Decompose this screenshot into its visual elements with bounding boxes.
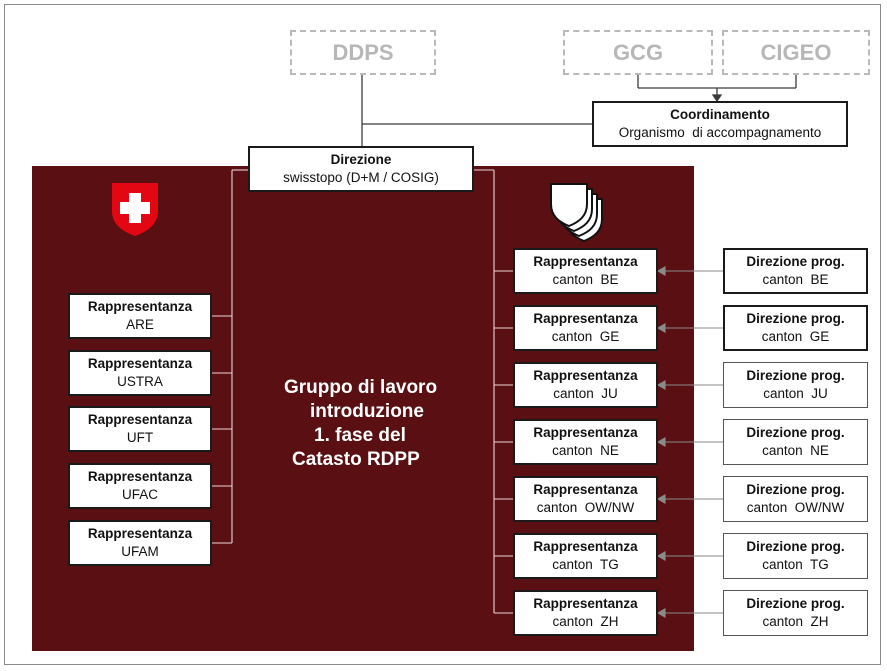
federal-rep-title: Rappresentanza <box>87 412 193 427</box>
canton-rep-name: canton BE <box>552 272 619 287</box>
federal-rep-name: UFT <box>126 430 154 445</box>
canton-rep-tg: Rappresentanza canton TG <box>513 533 658 579</box>
coordinamento-title: Coordinamento <box>670 107 770 122</box>
project-direction-be: Direzione prog. canton BE <box>723 248 868 294</box>
project-direction-title: Direzione prog. <box>746 254 845 269</box>
federal-rep-ufac: Rappresentanza UFAC <box>68 463 212 509</box>
federal-rep-uft: Rappresentanza UFT <box>68 406 212 452</box>
project-direction-name: canton JU <box>763 386 828 401</box>
ddps-label: DDPS <box>332 39 394 65</box>
canton-rep-title: Rappresentanza <box>533 311 638 326</box>
canton-rep-name: canton GE <box>551 329 620 344</box>
canton-rep-title: Rappresentanza <box>533 254 638 269</box>
canton-rep-ownw: Rappresentanza canton OW/NW <box>513 476 658 522</box>
canton-shields-icon <box>550 183 603 243</box>
federal-rep-title: Rappresentanza <box>87 469 193 484</box>
project-direction-ju: Direzione prog. canton JU <box>723 362 868 408</box>
gcg-label: GCG <box>612 39 664 65</box>
cigeo-label: CIGEO <box>760 39 832 65</box>
direzione-title: Direzione <box>330 152 392 167</box>
canton-rep-zh: Rappresentanza canton ZH <box>513 590 658 636</box>
federal-rep-title: Rappresentanza <box>87 356 193 371</box>
coordinamento-subtitle: Organismo di accompagnamento <box>618 125 822 140</box>
canton-rep-name: canton OW/NW <box>536 500 635 515</box>
direzione-box: Direzione swisstopo (D+M / COSIG) <box>248 146 474 192</box>
project-direction-ge: Direzione prog. canton GE <box>723 305 868 351</box>
project-direction-name: canton OW/NW <box>746 500 845 515</box>
project-direction-tg: Direzione prog. canton TG <box>723 533 868 579</box>
federal-rep-title: Rappresentanza <box>87 299 193 314</box>
outer-frame <box>4 4 881 665</box>
federal-rep-name: UFAC <box>121 487 158 502</box>
federal-rep-title: Rappresentanza <box>87 526 193 541</box>
working-group-line: Gruppo di lavoro <box>284 377 438 398</box>
project-direction-title: Direzione prog. <box>746 596 845 611</box>
canton-rep-title: Rappresentanza <box>533 425 638 440</box>
canton-rep-name: canton JU <box>553 386 618 401</box>
project-direction-title: Direzione prog. <box>746 425 845 440</box>
canton-rep-title: Rappresentanza <box>533 482 638 497</box>
working-group-line: introduzione <box>310 401 424 422</box>
project-direction-ownw: Direzione prog. canton OW/NW <box>723 476 868 522</box>
swiss-cross-icon <box>112 183 158 236</box>
canton-rep-name: canton NE <box>552 443 619 458</box>
federal-rep-ustra: Rappresentanza USTRA <box>68 350 212 396</box>
working-group-line: Catasto RDPP <box>292 449 420 470</box>
federal-rep-name: USTRA <box>117 374 163 389</box>
canton-rep-name: canton TG <box>552 557 619 572</box>
project-direction-title: Direzione prog. <box>746 368 845 383</box>
project-direction-ne: Direzione prog. canton NE <box>723 419 868 465</box>
coordinamento-box: Coordinamento Organismo di accompagnamen… <box>592 101 848 147</box>
working-group-label: Gruppo di lavoro introduzione 1. fase de… <box>268 376 478 472</box>
canton-rep-title: Rappresentanza <box>533 539 638 554</box>
canton-rep-be: Rappresentanza canton BE <box>513 248 658 294</box>
working-group-line: 1. fase del <box>314 425 406 446</box>
project-direction-name: canton TG <box>762 557 829 572</box>
project-direction-zh: Direzione prog. canton ZH <box>723 590 868 636</box>
federal-rep-name: ARE <box>126 317 154 332</box>
federal-rep-are: Rappresentanza ARE <box>68 293 212 339</box>
gcg-box: GCG <box>563 30 713 75</box>
project-direction-title: Direzione prog. <box>746 482 845 497</box>
direzione-subtitle: swisstopo (D+M / COSIG) <box>283 170 439 185</box>
federal-rep-ufam: Rappresentanza UFAM <box>68 520 212 566</box>
ddps-box: DDPS <box>290 30 436 75</box>
project-direction-title: Direzione prog. <box>746 539 845 554</box>
cigeo-box: CIGEO <box>722 30 870 75</box>
project-direction-name: canton GE <box>761 329 830 344</box>
federal-rep-name: UFAM <box>121 544 159 559</box>
canton-rep-ne: Rappresentanza canton NE <box>513 419 658 465</box>
canton-rep-name: canton ZH <box>552 614 619 629</box>
canton-rep-ju: Rappresentanza canton JU <box>513 362 658 408</box>
project-direction-name: canton ZH <box>762 614 829 629</box>
project-direction-title: Direzione prog. <box>746 311 845 326</box>
canton-rep-title: Rappresentanza <box>533 368 638 383</box>
canton-rep-title: Rappresentanza <box>533 596 638 611</box>
project-direction-name: canton NE <box>762 443 829 458</box>
project-direction-name: canton BE <box>762 272 829 287</box>
canton-rep-ge: Rappresentanza canton GE <box>513 305 658 351</box>
